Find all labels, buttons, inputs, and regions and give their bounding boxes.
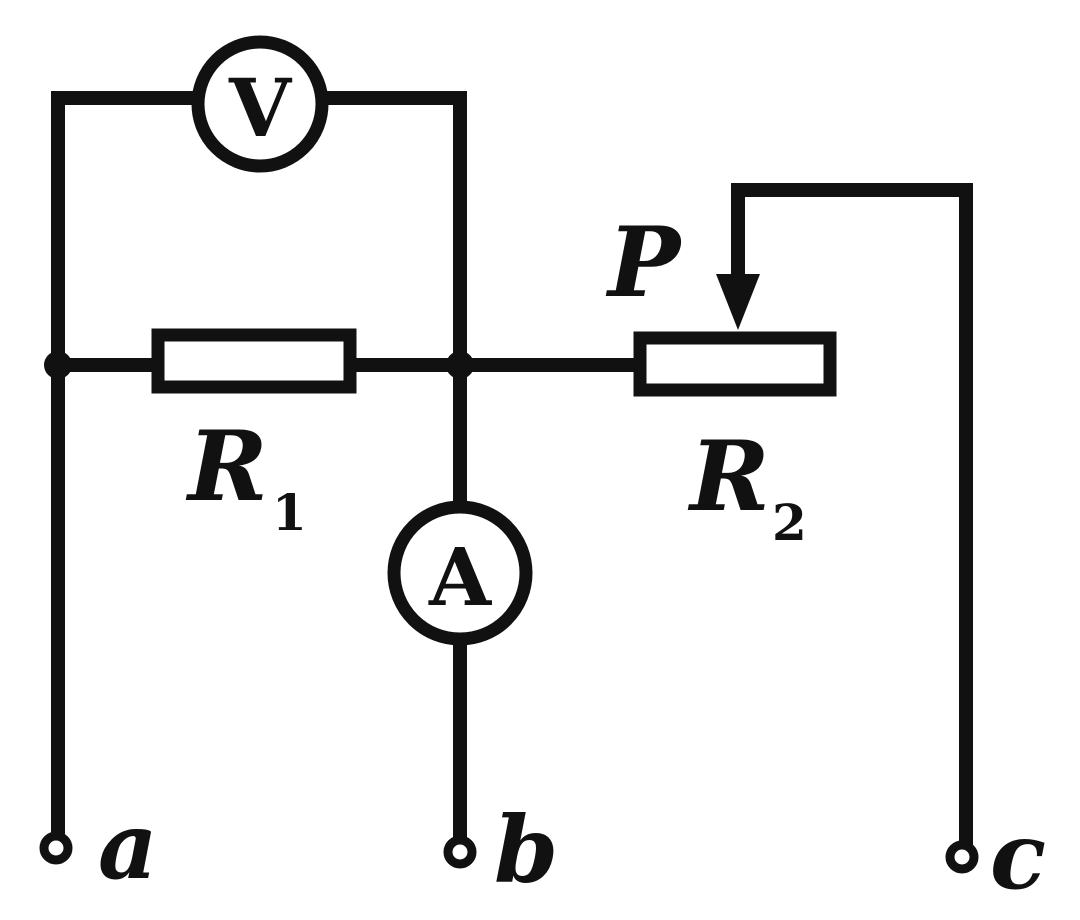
- slider-arrow-icon: [716, 274, 760, 330]
- voltmeter-icon: [191, 35, 329, 173]
- label-r1: R: [185, 410, 268, 523]
- wire-voltmeter-left: [51, 91, 205, 372]
- junction-node-left: [44, 351, 72, 379]
- wire-voltmeter-right: [315, 91, 467, 372]
- label-r1-subscript: 1: [272, 483, 307, 542]
- ammeter-symbol: A: [428, 530, 492, 624]
- terminal-a-label: a: [98, 792, 158, 900]
- terminal-a-icon: [39, 831, 73, 865]
- terminal-c-label: c: [990, 802, 1046, 910]
- ammeter-icon: [387, 500, 533, 646]
- junction-node-mid: [446, 351, 474, 379]
- wire-slider-to-terminal-c: [731, 183, 973, 852]
- label-r2-subscript: 2: [772, 493, 807, 552]
- resistor-r2: [633, 331, 837, 397]
- terminal-c-icon: [945, 840, 979, 874]
- terminal-b-label: b: [494, 796, 558, 904]
- resistor-r1: [151, 328, 357, 394]
- label-r2: R: [687, 420, 770, 533]
- voltmeter-symbol: V: [228, 61, 293, 155]
- terminal-b-icon: [443, 835, 477, 869]
- label-slider-p: P: [605, 206, 683, 319]
